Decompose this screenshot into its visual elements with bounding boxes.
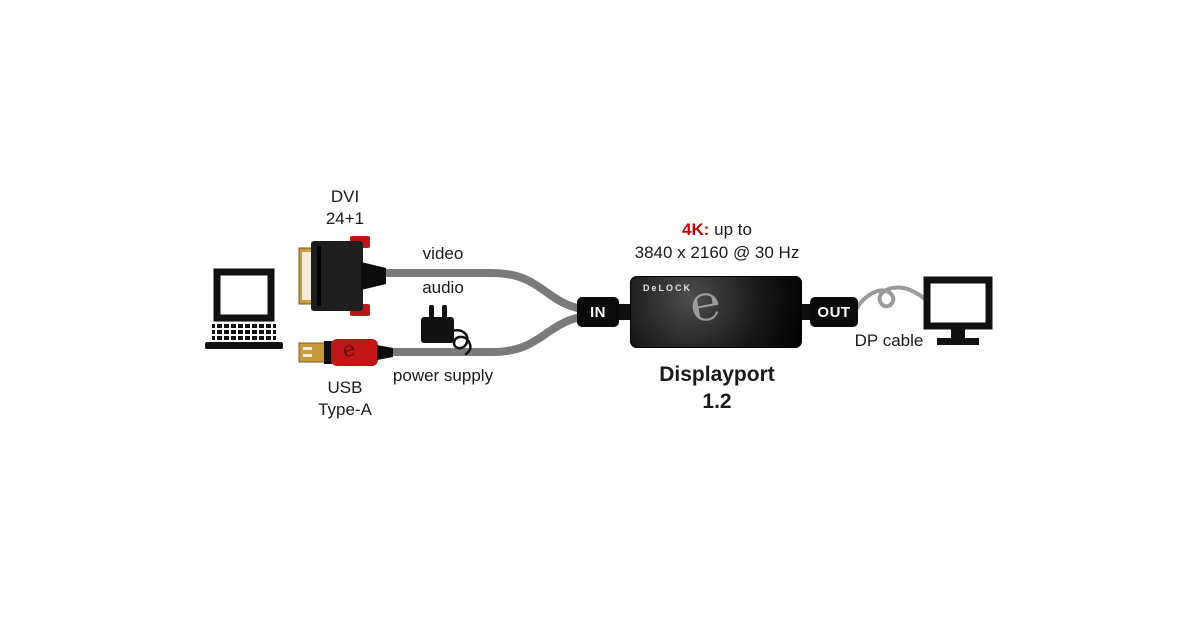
product-name: Displayport 1.2 xyxy=(606,361,828,415)
spec-line1: 4K: up to xyxy=(606,218,828,241)
audio-label: audio xyxy=(422,278,464,297)
dvi-connector-icon xyxy=(298,236,386,316)
laptop-icon xyxy=(205,268,283,349)
in-badge: IN xyxy=(577,297,619,327)
spec-line2: 3840 x 2160 @ 30 Hz xyxy=(634,243,800,262)
dvi-connector-label: DVI 24+1 xyxy=(293,186,397,230)
product-line2: 1.2 xyxy=(702,390,732,413)
usb-label-line1: USB xyxy=(327,378,363,397)
monitor-icon xyxy=(923,276,993,345)
delock-swirl-icon: ℮ xyxy=(685,272,725,334)
power-cable xyxy=(376,311,606,356)
dp-cable-squiggle xyxy=(854,285,929,312)
dvi-label-line2: 24+1 xyxy=(325,209,365,228)
out-badge: OUT xyxy=(810,297,858,327)
power-plug-icon xyxy=(421,305,472,356)
brand-wordmark: DeLOCK xyxy=(643,283,693,293)
video-label: video xyxy=(422,244,464,263)
power-supply-label: power supply xyxy=(392,366,494,385)
spec-4k-highlight: 4K: xyxy=(682,220,710,239)
usb-connector-icon xyxy=(298,339,393,366)
product-line1: Displayport xyxy=(659,363,775,386)
dvi-label-line1: DVI xyxy=(330,187,360,206)
spec-up-to: up to xyxy=(709,220,752,239)
usb-label-line2: Type-A xyxy=(318,400,372,419)
usb-connector-label: USB Type-A xyxy=(293,377,397,421)
resolution-spec: 4K: up to 3840 x 2160 @ 30 Hz xyxy=(606,218,828,264)
dp-cable-label: DP cable xyxy=(854,331,924,350)
adapter-box: DeLOCK ℮ xyxy=(630,272,802,348)
